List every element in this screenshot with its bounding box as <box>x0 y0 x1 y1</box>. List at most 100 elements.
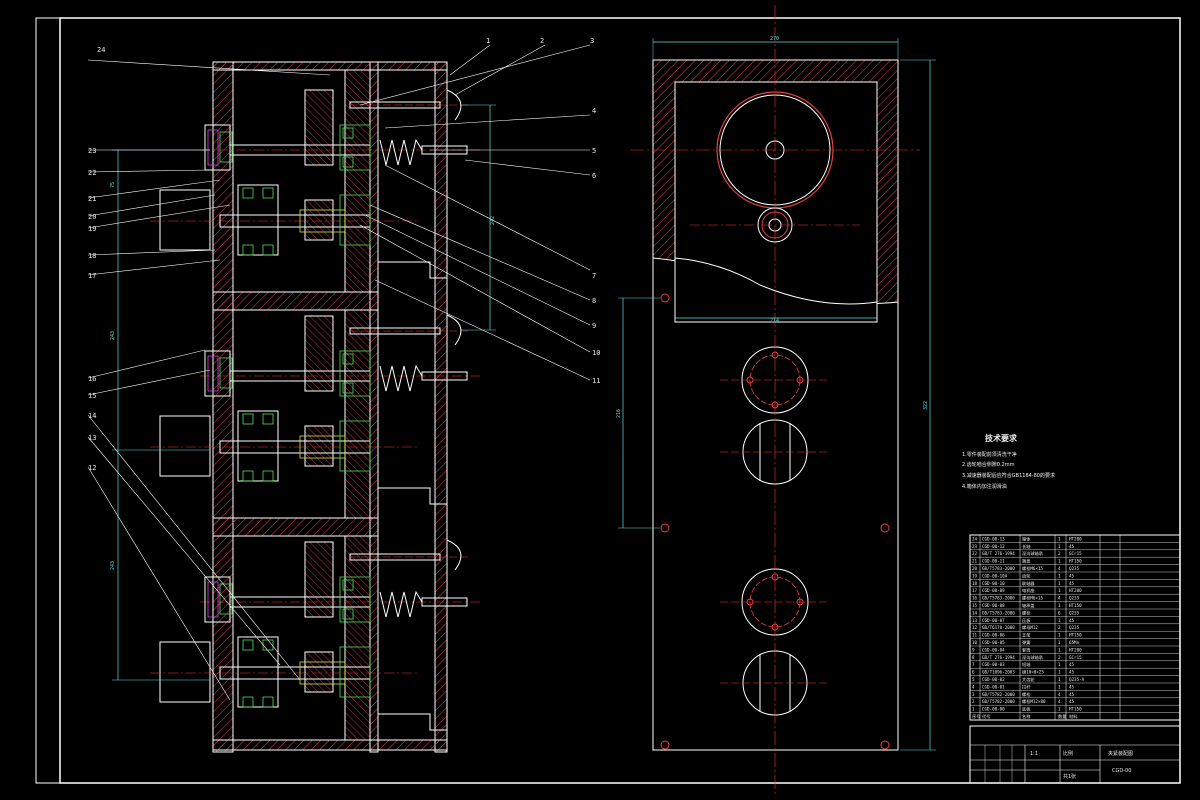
bom-cell-mat: HT150 <box>1069 707 1082 712</box>
bom-cell-code: GB/T5782-2000 <box>982 692 1015 697</box>
bom-cell-code: GB/T5783-2000 <box>982 596 1015 601</box>
bom-cell-name: 深沟球轴承 <box>1022 654 1044 661</box>
bom-cell-mat: GCr15 <box>1069 551 1082 556</box>
dim-height-total: 322 <box>923 401 929 410</box>
bom-cell-code: CGD-00-09 <box>982 588 1005 593</box>
bom-cell-mat: 45 <box>1069 618 1075 623</box>
bom-cell-qty: 4 <box>1058 596 1061 601</box>
bom-cell-mat: HT200 <box>1069 647 1082 652</box>
bom-cell-qty: 1 <box>1058 670 1061 675</box>
bom-header-code: 代号 <box>982 713 990 720</box>
callout-10: 10 <box>592 349 600 357</box>
bom-cell-qty: 2 <box>1058 551 1061 556</box>
bom-cell-mat: 45 <box>1069 684 1075 689</box>
housing-bottom-wall <box>212 739 448 751</box>
callout-23: 23 <box>88 147 96 155</box>
bom-cell-name: 键10×8×25 <box>1022 669 1044 676</box>
bom-header-qty: 数量 <box>1058 713 1066 720</box>
bom-cell-mat: GCr15 <box>1069 655 1082 660</box>
bom-cell-no: 17 <box>972 588 978 593</box>
callout-18: 18 <box>88 252 96 260</box>
bom-cell-code: GB/T 276-1994 <box>982 655 1015 660</box>
bom-cell-no: 3 <box>972 692 975 697</box>
bom-cell-name: 螺栓M6×15 <box>1022 565 1043 572</box>
callout-24: 24 <box>97 46 105 54</box>
bom-cell-qty: 1 <box>1058 618 1061 623</box>
bom-cell-mat: HT200 <box>1069 588 1082 593</box>
dim-top-width: 270 <box>770 36 779 42</box>
callout-22: 22 <box>88 169 96 177</box>
bom-cell-qty: 2 <box>1058 625 1061 630</box>
bom-cell-mat: 65Mn <box>1069 640 1080 645</box>
bom-cell-name: 长轴 <box>1022 543 1030 550</box>
bom-cell-mat: 45 <box>1069 699 1075 704</box>
callout-8: 8 <box>592 297 596 305</box>
callout-11: 11 <box>592 377 600 385</box>
callout-9: 9 <box>592 322 596 330</box>
technical-requirements: 技术要求 1.零件装配前须清洗干净 2.齿轮啮合侧隙0.2mm 3.减速器装配后… <box>962 433 1055 490</box>
bom-cell-name: 轴承盖 <box>1022 602 1035 609</box>
bom-header-mat: 材料 <box>1069 713 1078 720</box>
bom-cell-code: CGD-00-01 <box>982 684 1005 689</box>
bom-cell-code: CGD-00-10 <box>982 581 1005 586</box>
bom-cell-code: GB/T 276-1994 <box>982 551 1015 556</box>
bom-cell-code: CGD-00-11 <box>982 559 1005 564</box>
housing-top-wall <box>212 61 448 71</box>
bom-cell-name: 大齿轮 <box>1022 676 1035 683</box>
callout-16: 16 <box>88 375 96 383</box>
bom-cell-name: 端盖 <box>1022 558 1030 565</box>
bom-cell-mat: 45 <box>1069 692 1075 697</box>
bom-cell-name: 支架 <box>1022 632 1030 639</box>
bom-cell-no: 21 <box>972 559 978 564</box>
dim-hole-spacing: 216 <box>616 409 622 418</box>
leader-lines <box>87 44 591 701</box>
bom-cell-name: 底板 <box>1022 706 1031 713</box>
bom-cell-name: 螺栓M6×15 <box>1022 595 1043 602</box>
bom-cell-qty: 1 <box>1058 640 1061 645</box>
bom-cell-qty: 1 <box>1058 588 1061 593</box>
bom-cell-no: 4 <box>972 684 975 689</box>
bom-cell-mat: 45 <box>1069 670 1075 675</box>
callout-14: 14 <box>88 412 96 420</box>
bom-cell-qty: 1 <box>1058 544 1061 549</box>
bom-cell-code: CGD-00-00 <box>982 707 1005 712</box>
bom-cell-name: 螺母M12 <box>1022 624 1038 631</box>
bom-cell-mat: Q235 <box>1069 566 1080 571</box>
bom-cell-no: 9 <box>972 647 975 652</box>
bom-cell-no: 18 <box>972 581 978 586</box>
bom-cell-no: 13 <box>972 618 978 623</box>
bom-cell-mat: 45 <box>1069 573 1075 578</box>
bom-cell-no: 22 <box>972 551 978 556</box>
bom-cell-qty: 6 <box>1058 610 1061 615</box>
drawing-code: CGD-00 <box>1112 768 1131 774</box>
bom-cell-code: GB/T5783-2000 <box>982 566 1015 571</box>
callout-5: 5 <box>592 147 596 155</box>
bom-cell-qty: 4 <box>1058 566 1061 571</box>
bom-cell-code: CGD-00-10A <box>982 573 1008 578</box>
callout-labels: 1 2 3 4 5 6 7 8 9 10 11 12 13 14 15 16 1… <box>88 37 600 472</box>
bom-cell-mat: Q235 <box>1069 625 1080 630</box>
callout-19: 19 <box>88 225 96 233</box>
tech-req-title: 技术要求 <box>985 433 1018 443</box>
housing-right-wall <box>369 61 379 753</box>
callout-6: 6 <box>592 172 596 180</box>
bom-cell-qty: 2 <box>1058 655 1061 660</box>
bom-cell-qty: 1 <box>1058 684 1061 689</box>
bom-cell-qty: 1 <box>1058 559 1061 564</box>
bom-cell-name: 螺栓 <box>1022 609 1031 616</box>
tech-req-line-1: 1.零件装配前须清洗干净 <box>962 451 1017 458</box>
bom-cell-mat: HT150 <box>1069 559 1082 564</box>
bom-cell-name: 短轴 <box>1022 661 1030 668</box>
side-view <box>630 5 920 795</box>
bom-cell-name: 深沟球轴承 <box>1022 550 1044 557</box>
bom-cell-code: CGD-00-07 <box>982 618 1005 623</box>
bom-cell-qty: 1 <box>1058 647 1061 652</box>
callout-1: 1 <box>486 37 490 45</box>
scale-label: 比例 <box>1063 750 1073 757</box>
bom-cell-code: GB/T1096-2003 <box>982 670 1015 675</box>
bom-cell-qty: 1 <box>1058 662 1061 667</box>
bom-cell-mat: Q235 <box>1069 596 1080 601</box>
bom-cell-name: 联轴器 <box>1022 580 1035 587</box>
bom-cell-code: CGD-00-03 <box>982 662 1005 667</box>
bom-cell-code: GB/T5782-2000 <box>982 699 1015 704</box>
